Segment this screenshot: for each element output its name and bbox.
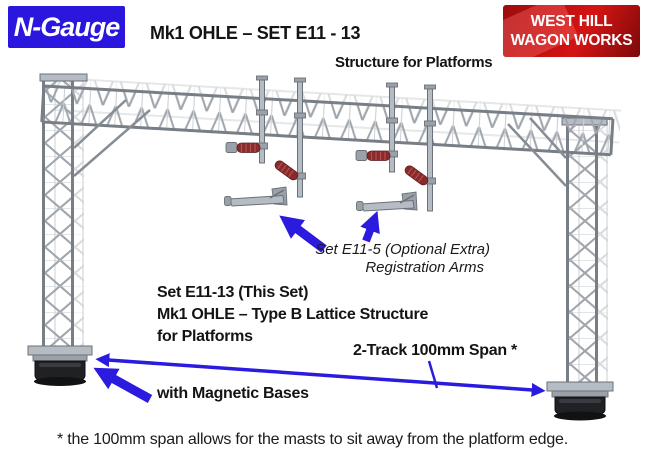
left-lattice-mast xyxy=(39,73,88,348)
magnetic-base-arrow xyxy=(93,367,153,403)
brand-line1: WEST HILL xyxy=(530,13,613,30)
optional-extra-callout: Set E11-5 (Optional Extra) Registration … xyxy=(250,241,490,277)
set-title: Mk1 OHLE – SET E11 - 13 xyxy=(150,23,361,43)
n-gauge-badge: N-Gauge xyxy=(8,6,125,48)
corner-gussets xyxy=(73,99,567,187)
lattice-boom xyxy=(40,84,615,157)
this-set-callout: Set E11-13 (This Set) Mk1 OHLE – Type B … xyxy=(157,282,428,348)
registration-arm-arrow-right xyxy=(360,210,380,243)
registration-arm-arrow-left xyxy=(279,215,327,253)
this-set-line3: for Platforms xyxy=(157,328,253,345)
brand-logo: WEST HILL WAGON WORKS xyxy=(503,5,640,57)
this-set-line1: Set E11-13 (This Set) xyxy=(157,284,309,301)
drop-post xyxy=(294,77,306,198)
this-set-line2: Mk1 OHLE – Type B Lattice Structure xyxy=(157,306,429,323)
footnote: * the 100mm span allows for the masts to… xyxy=(57,431,568,448)
registration-arm xyxy=(356,191,418,212)
n-gauge-badge-label: N-Gauge xyxy=(13,11,121,42)
insulator xyxy=(404,165,429,186)
drop-post xyxy=(386,82,398,173)
drop-post xyxy=(424,84,436,212)
optional-extra-line2: Registration Arms xyxy=(365,259,484,276)
insulator xyxy=(355,150,391,161)
brand-line2: WAGON WORKS xyxy=(510,32,633,49)
span-label: 2-Track 100mm Span * xyxy=(353,342,517,359)
registration-arm xyxy=(224,186,288,207)
insulator xyxy=(274,160,299,181)
insulator xyxy=(225,142,261,153)
optional-extra-line1: Set E11-5 (Optional Extra) xyxy=(315,241,490,258)
span-leader-line xyxy=(427,360,439,389)
span-double-arrow xyxy=(95,353,546,397)
magnetic-base-left xyxy=(27,345,93,386)
drop-post xyxy=(256,75,268,164)
magnetic-bases-label: with Magnetic Bases xyxy=(157,385,309,402)
magnetic-base-right xyxy=(546,381,614,421)
structure-subtitle: Structure for Platforms xyxy=(335,54,493,71)
